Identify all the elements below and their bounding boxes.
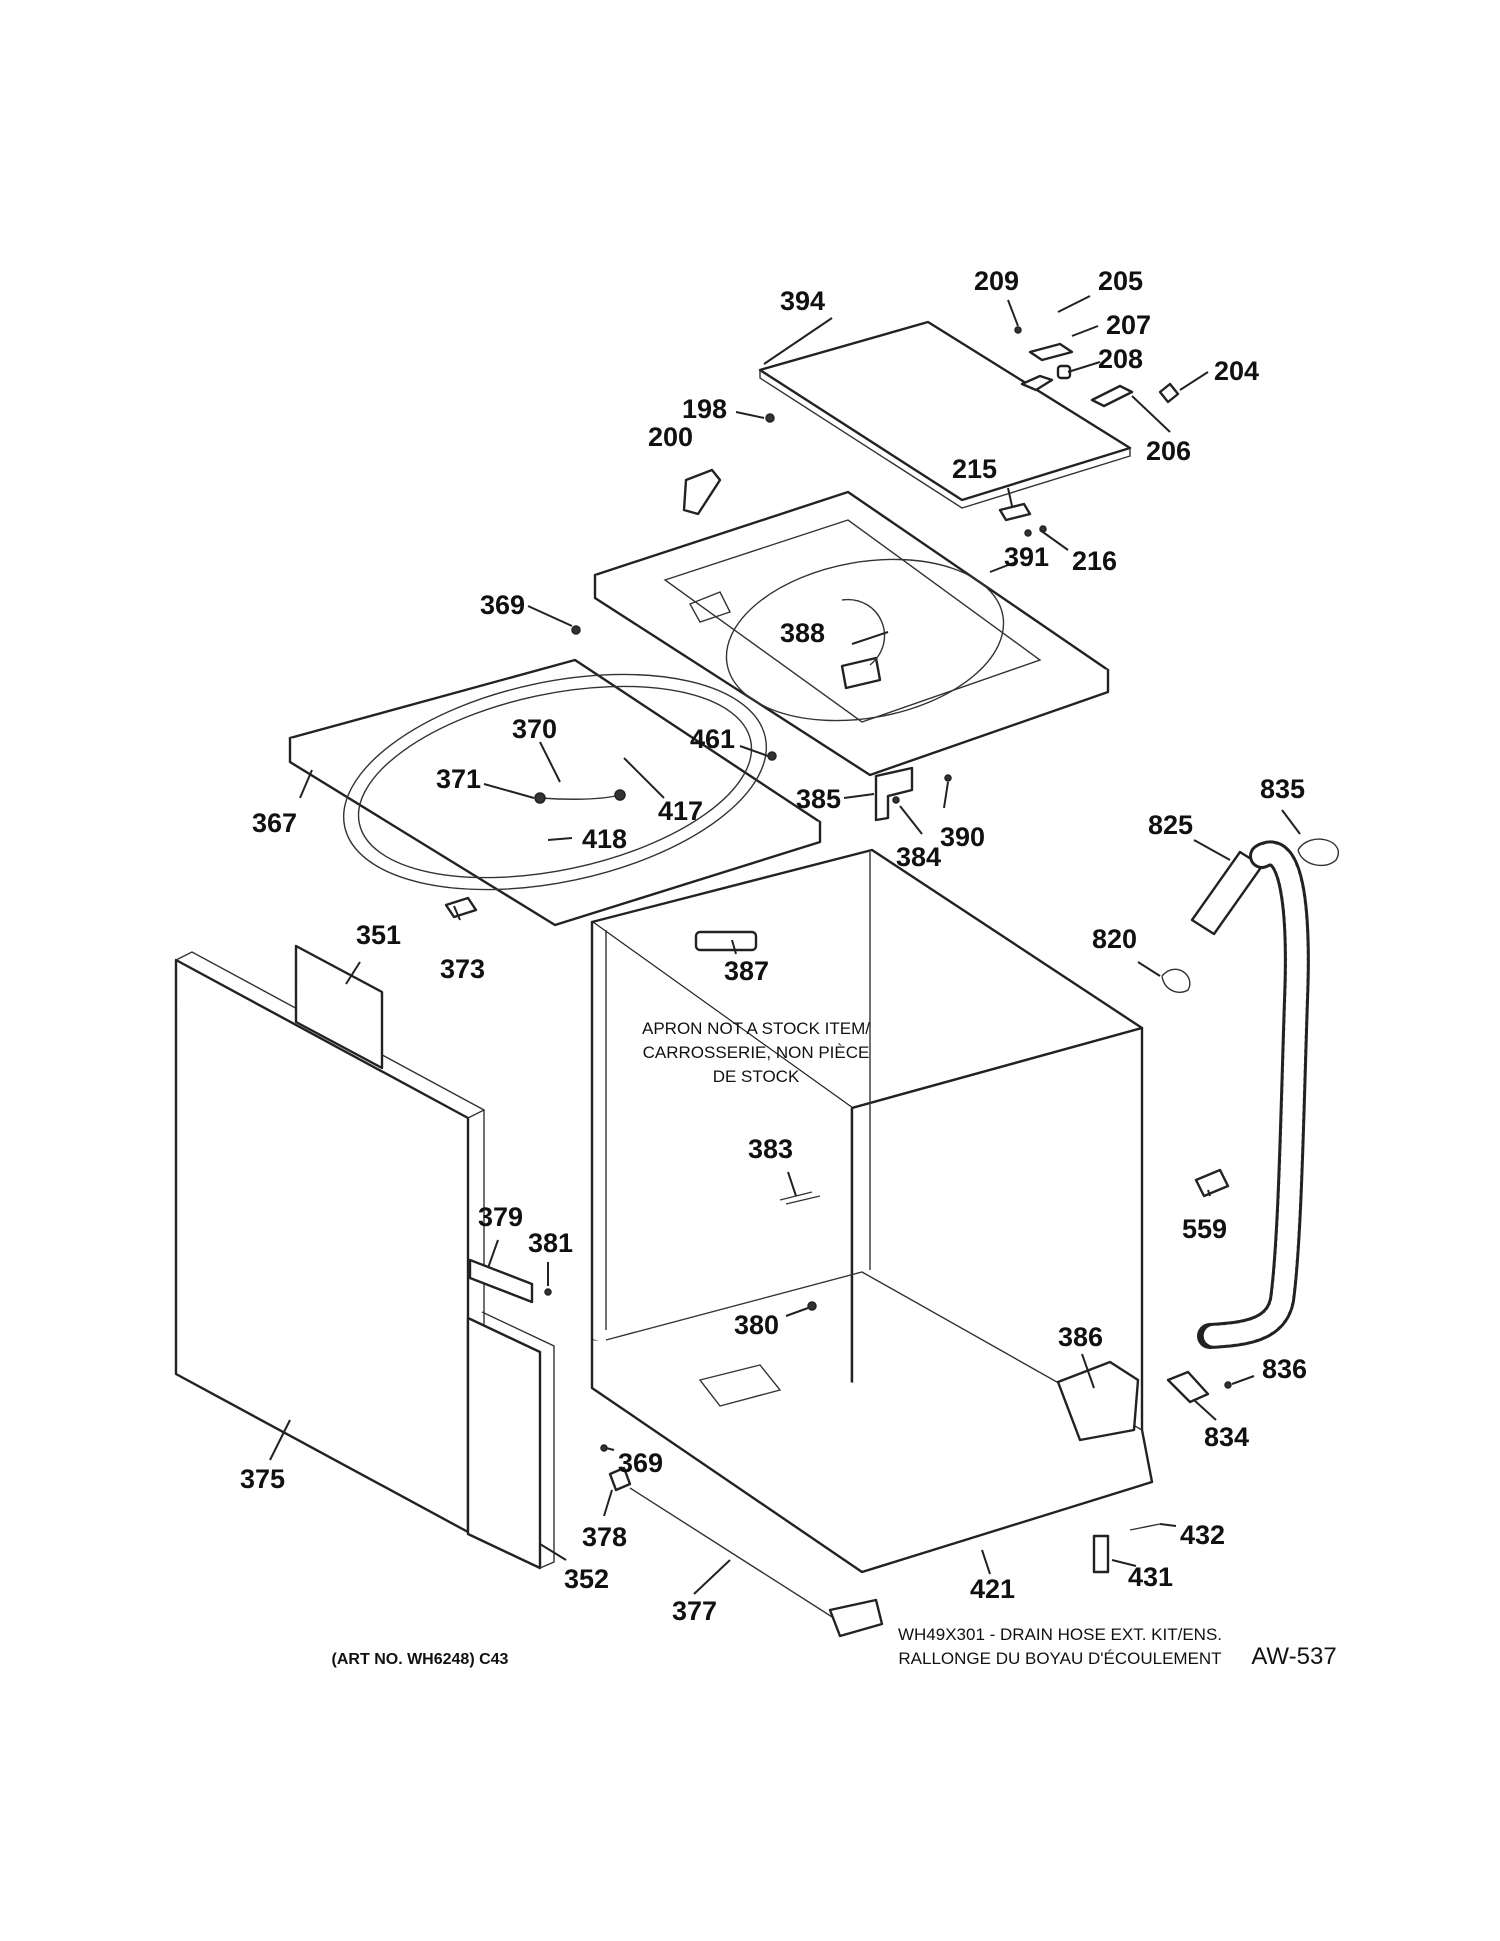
callout-367: 367 (252, 808, 297, 838)
apron-note-line3: DE STOCK (713, 1067, 800, 1086)
callout-373: 373 (440, 954, 485, 984)
strip-379 (468, 1258, 534, 1304)
callout-387: 387 (724, 956, 769, 986)
callout-461: 461 (690, 724, 735, 754)
lid-hinge-parts (998, 326, 1180, 537)
screw-381 (544, 1288, 552, 1296)
callout-559: 559 (1182, 1214, 1227, 1244)
callout-825: 825 (1148, 810, 1193, 840)
screw-198 (765, 413, 775, 423)
bracket-385 (874, 766, 914, 822)
art-number: (ART NO. WH6248) C43 (332, 1651, 509, 1668)
part-834 (1166, 1370, 1210, 1404)
callout-388: 388 (780, 618, 825, 648)
callout-375: 375 (240, 1464, 285, 1494)
callout-418: 418 (582, 824, 627, 854)
screw-461 (767, 751, 777, 761)
side-panel-part (174, 944, 486, 1534)
apron-note-line2: CARROSSERIE, NON PIÈCE (643, 1043, 870, 1062)
screw-390 (944, 774, 952, 782)
callout-216: 216 (1072, 546, 1117, 576)
rod-377 (629, 1487, 841, 1623)
callout-204: 204 (1214, 356, 1259, 386)
drain-hose-part (1190, 840, 1310, 1349)
callout-209: 209 (974, 266, 1019, 296)
pin-432 (1129, 1523, 1161, 1531)
callout-379: 379 (478, 1202, 523, 1232)
cabinet-apron-part (590, 848, 1154, 1574)
kit-note-line2: RALLONGE DU BOYAU D'ÉCOULEMENT (898, 1649, 1221, 1668)
screw-384 (892, 796, 900, 804)
callout-377: 377 (672, 1596, 717, 1626)
callout-215: 215 (952, 454, 997, 484)
callout-383: 383 (748, 1134, 793, 1164)
apron-note-line1: APRON NOT A STOCK ITEM/ (642, 1019, 870, 1038)
clip-820 (1161, 968, 1191, 994)
tub-frame-part (288, 658, 822, 927)
kit-note: WH49X301 - DRAIN HOSE EXT. KIT/ENS. RALL… (898, 1625, 1222, 1668)
clamp-835 (1297, 838, 1339, 867)
callout-417: 417 (658, 796, 703, 826)
callout-198: 198 (682, 394, 727, 424)
leader-lines (269, 295, 1301, 1595)
callout-352: 352 (564, 1564, 609, 1594)
callout-432: 432 (1180, 1520, 1225, 1550)
screw-836 (1224, 1381, 1232, 1389)
callout-820: 820 (1092, 924, 1137, 954)
callout-351: 351 (356, 920, 401, 950)
callout-207: 207 (1106, 310, 1151, 340)
apron-note: APRON NOT A STOCK ITEM/ CARROSSERIE, NON… (642, 1019, 870, 1086)
callout-369-top: 369 (480, 590, 525, 620)
callout-381: 381 (528, 1228, 573, 1258)
callout-384: 384 (896, 842, 941, 872)
callout-391: 391 (1004, 542, 1049, 572)
page-code: AW-537 (1251, 1643, 1336, 1670)
callout-394: 394 (780, 286, 825, 316)
callout-200: 200 (648, 422, 693, 452)
bracket-386 (1056, 1360, 1140, 1442)
callout-390: 390 (940, 822, 985, 852)
callout-836: 836 (1262, 1354, 1307, 1384)
part-378 (608, 1466, 632, 1492)
callout-371: 371 (436, 764, 481, 794)
screw-380 (807, 1301, 817, 1311)
leg-431 (1092, 1534, 1110, 1574)
screw-383 (785, 1195, 821, 1205)
callout-206: 206 (1146, 436, 1191, 466)
callout-386: 386 (1058, 1322, 1103, 1352)
front-panel-part (466, 1311, 555, 1570)
callout-385: 385 (796, 784, 841, 814)
callout-208: 208 (1098, 344, 1143, 374)
callout-835: 835 (1260, 774, 1305, 804)
lid-part (758, 320, 1132, 509)
foot-377 (828, 1598, 884, 1638)
part-559 (1194, 1168, 1230, 1198)
callout-369-bottom: 369 (618, 1448, 663, 1478)
screw-369-top (571, 625, 581, 635)
callout-834: 834 (1204, 1422, 1249, 1452)
bracket-373 (444, 896, 478, 919)
callout-205: 205 (1098, 266, 1143, 296)
callout-370: 370 (512, 714, 557, 744)
callout-378: 378 (582, 1522, 627, 1552)
top-cover-part (593, 490, 1110, 777)
lid-bumper-part (682, 468, 722, 516)
callout-421: 421 (970, 1574, 1015, 1604)
callout-431: 431 (1128, 1562, 1173, 1592)
kit-note-line1: WH49X301 - DRAIN HOSE EXT. KIT/ENS. (898, 1625, 1222, 1644)
callout-380: 380 (734, 1310, 779, 1340)
callout-labels: 394 209 205 207 208 204 206 198 200 215 … (240, 266, 1307, 1626)
